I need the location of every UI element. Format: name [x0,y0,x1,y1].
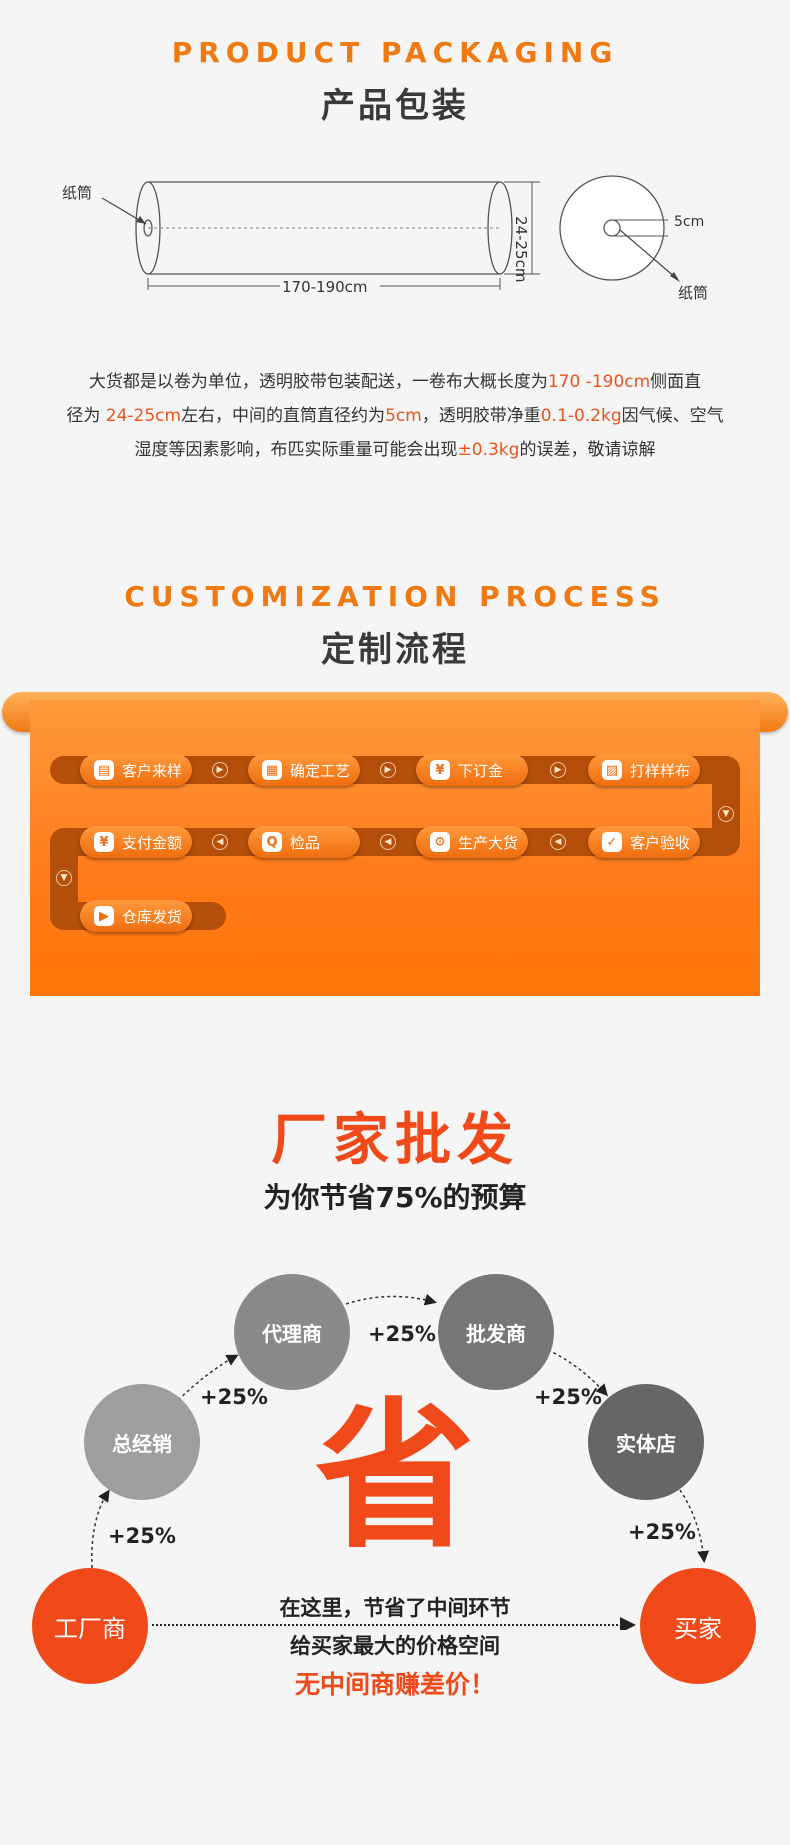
roll-end-view [559,175,665,281]
arrow-down-icon: ▼ [718,806,734,822]
check-icon: ✓ [602,832,622,852]
step-payment: ¥支付金额 [80,826,192,858]
step-sample-cloth: ▨打样样布 [588,754,700,786]
pct-distributor-agent: +25% [200,1385,268,1409]
step-confirm-process: ▦确定工艺 [248,754,360,786]
node-buyer: 买家 [640,1568,756,1684]
process-banner: ▤客户来样 ▶ ▦确定工艺 ▶ ¥下订金 ▶ ▨打样样布 ▼ ¥支付金额 ◀ Q… [0,690,790,996]
wholesale-title: 厂家批发 [271,1108,519,1173]
truck-icon: ▶ [94,906,114,926]
money-bag-icon: ¥ [430,760,450,780]
pct-wholesaler-store: +25% [534,1385,602,1409]
roll-cylinder [135,181,513,275]
middle-text-1: 在这里，节省了中间环节 [279,1596,511,1620]
fabric-icon: ▨ [602,760,622,780]
middle-text-2: 给买家最大的价格空间 [290,1634,500,1658]
save-character: 省 [314,1383,475,1570]
diameter-label: 24-25cm [512,216,530,283]
node-factory: 工厂商 [32,1568,148,1684]
desc-line-1: 大货都是以卷为单位，透明胶带包装配送，一卷布大概长度为170 -190cm侧面直 [88,372,702,392]
middle-text-3: 无中间商赚差价！ [294,1670,495,1699]
packaging-description: 大货都是以卷为单位，透明胶带包装配送，一卷布大概长度为170 -190cm侧面直… [40,365,750,467]
core-label: 5cm [674,214,705,230]
node-wholesaler: 批发商 [438,1274,554,1390]
pct-store-buyer: +25% [628,1520,696,1544]
arrow-wholesaler-store [547,1349,609,1397]
arrow-left-icon: ◀ [550,834,566,850]
arrow-left-icon: ◀ [380,834,396,850]
coin-icon: ¥ [94,832,114,852]
step-customer-acceptance: ✓客户验收 [588,826,700,858]
step-deposit: ¥下订金 [416,754,528,786]
step-warehouse-shipping: ▶仓库发货 [80,900,192,932]
tube-label-right: 纸筒 [678,284,709,302]
process-en-title: CUSTOMIZATION PROCESS [124,580,666,613]
arrow-distributor-agent [177,1354,239,1401]
arrow-left-icon: ◀ [212,834,228,850]
node-store: 实体店 [588,1384,704,1500]
node-distributor: 总经销 [84,1384,200,1500]
tube-pointer-right [619,229,677,279]
wholesale-subtitle: 为你节省75%的预算 [263,1181,527,1214]
arrow-store-buyer [679,1489,710,1563]
process-icon: ▦ [262,760,282,780]
arrow-right-icon: ▶ [212,762,228,778]
packaging-en-title: PRODUCT PACKAGING [171,36,619,69]
step-mass-production: ⚙生产大货 [416,826,528,858]
inspect-icon: Q [262,832,282,852]
pct-agent-wholesaler: +25% [368,1322,436,1346]
sample-icon: ▤ [94,760,114,780]
tube-label-left: 纸筒 [62,184,93,202]
packaging-cn-title: 产品包装 [321,86,469,126]
desc-line-2: 径为 24-25cm左右，中间的直筒直径约为5cm，透明胶带净重0.1-0.2k… [66,406,724,426]
arrow-right-icon: ▶ [550,762,566,778]
pct-factory-distributor: +25% [108,1524,176,1548]
arrow-factory-distributor [91,1489,110,1569]
length-label: 170-190cm [282,278,368,296]
process-cn-title: 定制流程 [321,630,469,670]
arrow-agent-wholesaler [345,1293,437,1306]
desc-line-3: 湿度等因素影响，布匹实际重量可能会出现±0.3kg的误差，敬请谅解 [134,440,656,460]
roll-diagram [101,175,680,290]
step-customer-sample: ▤客户来样 [80,754,192,786]
gear-icon: ⚙ [430,832,450,852]
flow-arrows [91,1293,710,1630]
arrow-down-icon: ▼ [56,870,72,886]
node-agent: 代理商 [234,1274,350,1390]
arrow-right-icon: ▶ [380,762,396,778]
